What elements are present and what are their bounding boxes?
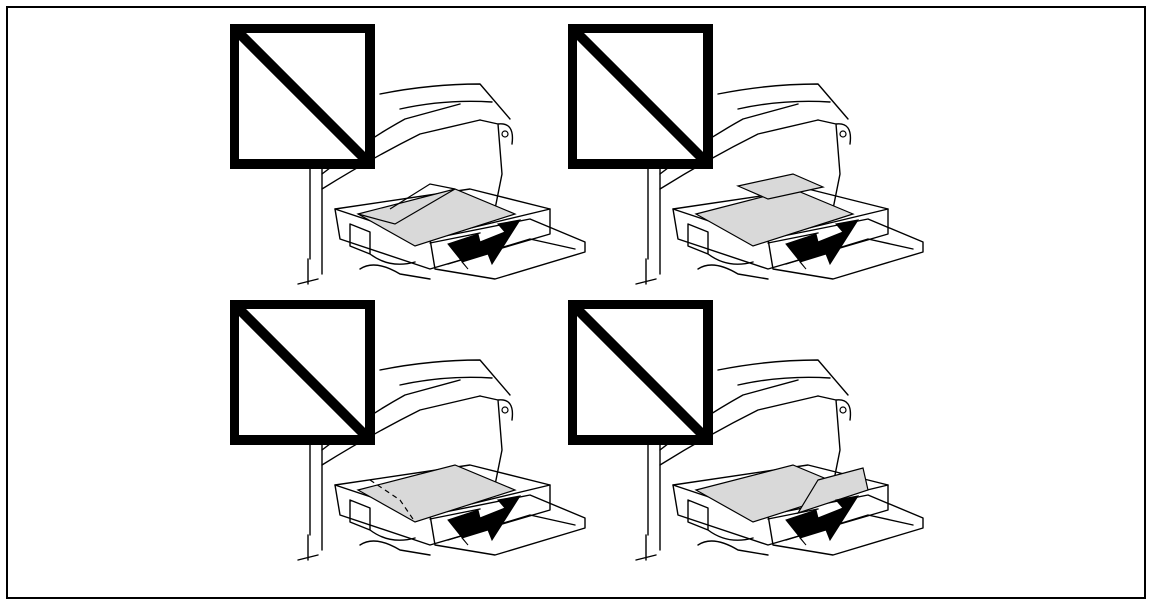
figure-frame xyxy=(6,6,1146,599)
envelope-shape xyxy=(696,174,853,246)
printer-tray-illustration xyxy=(568,300,1008,570)
figure-panel-2 xyxy=(568,24,1008,294)
figure-panel-4 xyxy=(568,300,1008,570)
prohibited-sign-icon xyxy=(234,28,370,164)
prohibited-sign-icon xyxy=(572,304,708,440)
printer-tray-illustration xyxy=(568,24,1008,294)
envelope-shape xyxy=(358,184,515,246)
prohibited-sign-icon xyxy=(572,28,708,164)
prohibited-sign-icon xyxy=(234,304,370,440)
